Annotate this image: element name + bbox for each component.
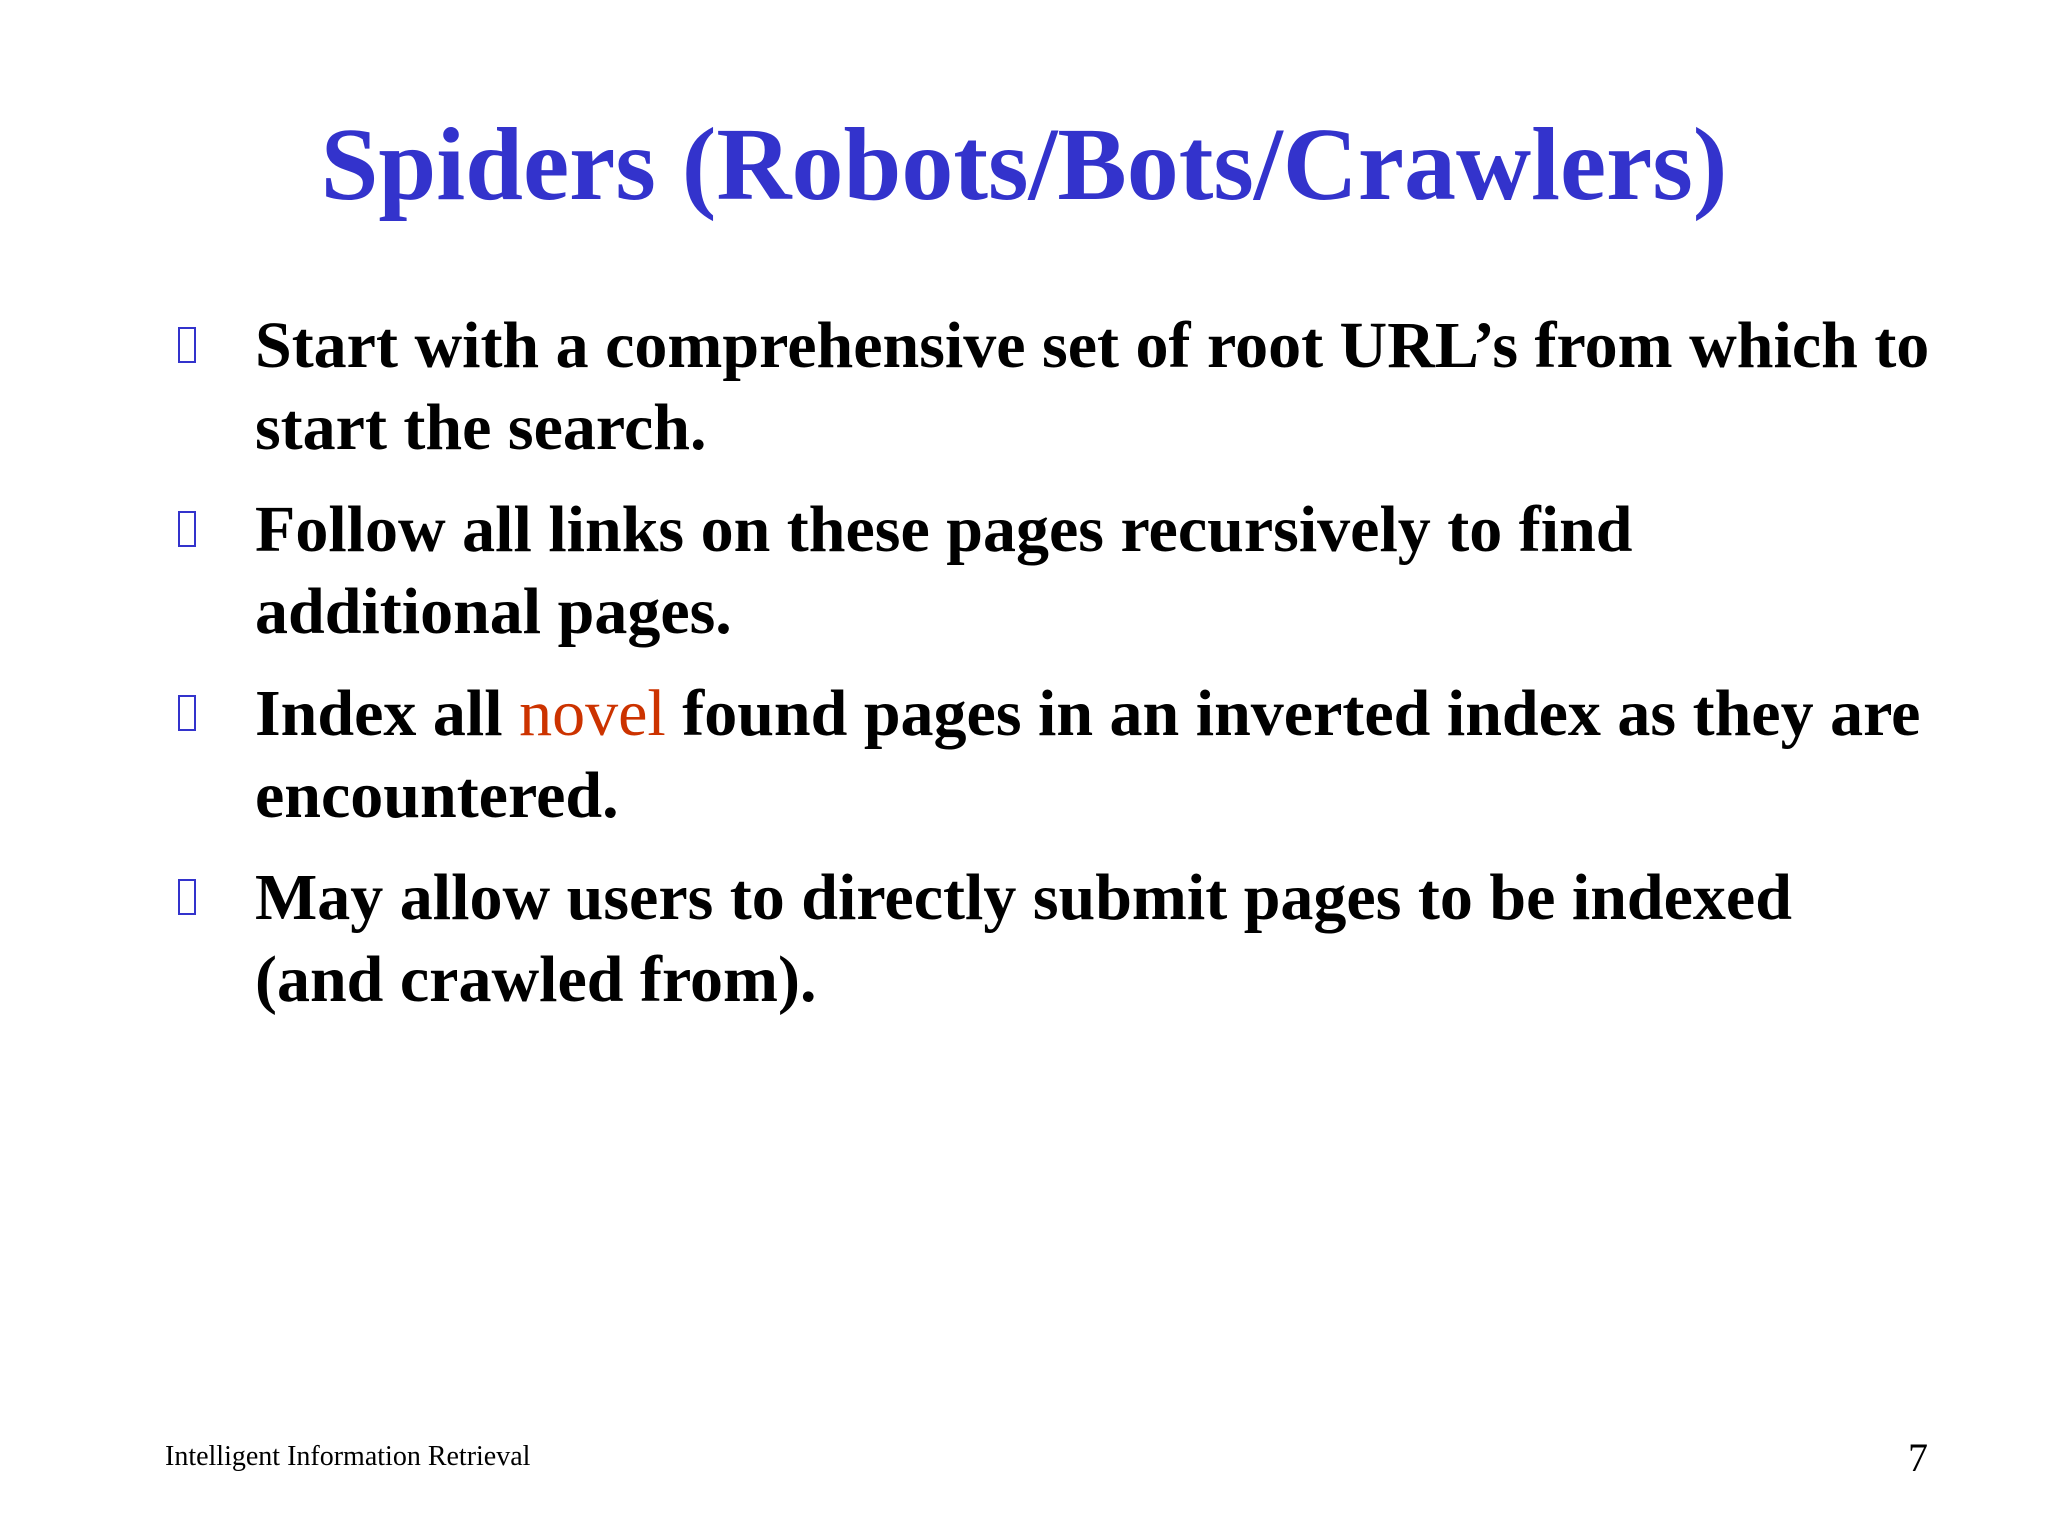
bullet-text: Follow all links on these pages recursiv… — [255, 493, 1633, 648]
footer-course-title: Intelligent Information Retrieval — [165, 1441, 531, 1472]
bullet-item: Start with a comprehensive set of root U… — [170, 305, 1930, 469]
bullet-list: Start with a comprehensive set of root U… — [170, 305, 1930, 1041]
bullet-text: May allow users to directly submit pages… — [255, 861, 1792, 1016]
page-number: 7 — [1908, 1435, 1928, 1480]
square-bullet-icon — [178, 327, 196, 363]
bullet-text-before: Index all — [255, 677, 520, 750]
slide-title: Spiders (Robots/Bots/Crawlers) — [320, 107, 1728, 222]
bullet-text: Start with a comprehensive set of root U… — [255, 309, 1930, 464]
square-bullet-icon — [178, 511, 196, 547]
bullet-item: May allow users to directly submit pages… — [170, 857, 1930, 1021]
highlighted-word: novel — [519, 677, 666, 750]
square-bullet-icon — [178, 695, 196, 731]
bullet-text-after: found pages in an inverted index as they… — [255, 677, 1921, 832]
bullet-item: Follow all links on these pages recursiv… — [170, 489, 1930, 653]
square-bullet-icon — [178, 879, 196, 915]
bullet-item: Index all novel found pages in an invert… — [170, 673, 1930, 837]
